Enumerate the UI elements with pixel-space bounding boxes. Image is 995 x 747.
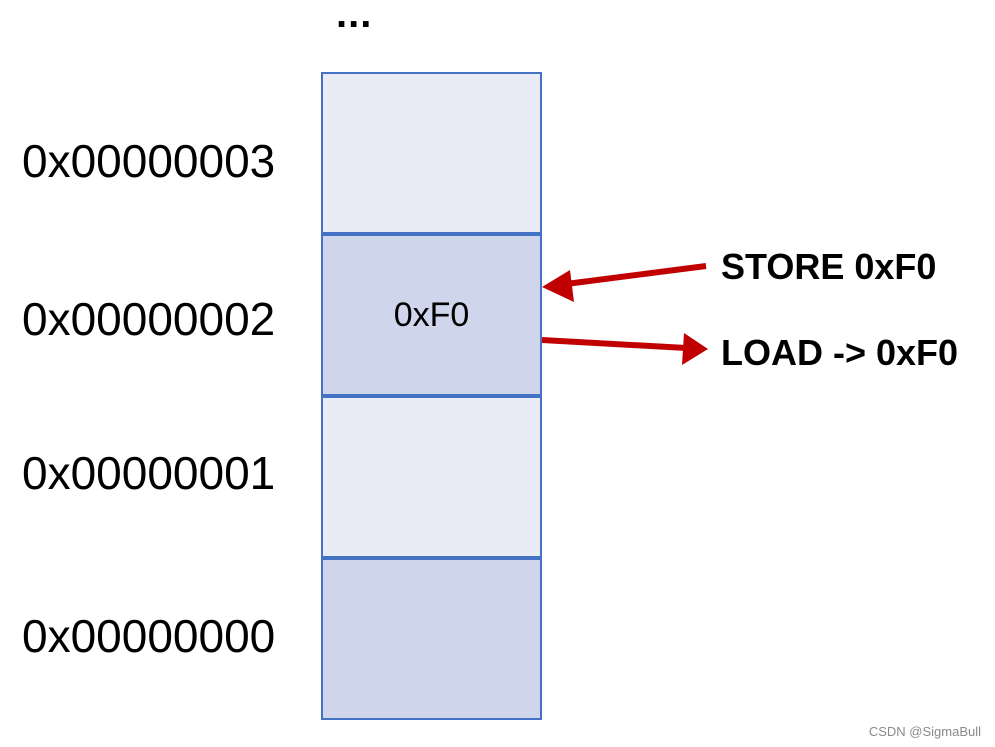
watermark: CSDN @SigmaBull — [868, 724, 981, 739]
address-label-1: 0x00000001 — [22, 447, 276, 499]
continuation-ellipsis: ... — [336, 0, 373, 36]
address-label-2: 0x00000002 — [22, 293, 276, 345]
address-label-0: 0x00000000 — [22, 610, 276, 662]
load-label: LOAD -> 0xF0 — [721, 332, 959, 373]
memory-cell-2: 0xF0 — [321, 234, 542, 396]
memory-cell-1 — [321, 396, 542, 558]
load-arrow — [541, 333, 708, 365]
store-label: STORE 0xF0 — [721, 246, 937, 287]
memory-cell-3 — [321, 72, 542, 234]
store-arrow — [542, 263, 707, 302]
memory-cell-value: 0xF0 — [393, 295, 470, 334]
address-label-3: 0x00000003 — [22, 135, 276, 187]
memory-cell-0 — [321, 558, 542, 720]
